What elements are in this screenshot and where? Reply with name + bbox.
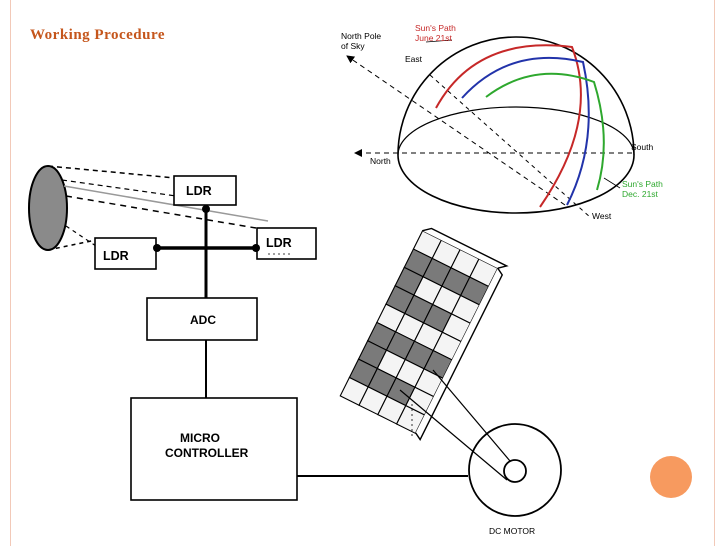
- ldr-right-label: LDR: [266, 236, 292, 250]
- west-label: West: [592, 211, 612, 221]
- controller-box: [130, 397, 298, 501]
- june-pointer: [425, 39, 453, 43]
- ldr-top-box: [173, 175, 237, 206]
- sun-path-diagram: North Pole of Sky Sun's Path June 21st E…: [341, 23, 663, 221]
- ldr-left-box: [94, 237, 157, 270]
- light-source: [28, 165, 68, 251]
- ray-top-1: [47, 165, 176, 179]
- belt-upper: [432, 369, 511, 462]
- ldr-left-label: LDR: [103, 249, 129, 263]
- panel-edge-right: [415, 267, 504, 441]
- june-path-label-line2: June 21st: [415, 33, 452, 43]
- frame-line-left: [10, 0, 11, 546]
- motor-shaft: [503, 459, 527, 483]
- solar-panel: [339, 227, 509, 441]
- joint-left: [153, 244, 161, 252]
- east-west-axis: [429, 74, 591, 218]
- joint-right: [252, 244, 260, 252]
- panel-edge-top: [422, 227, 509, 269]
- dec-path-label-line2: Dec. 21st: [622, 189, 659, 199]
- joint-top: [202, 205, 210, 213]
- motor-label: DC MOTOR: [489, 526, 535, 536]
- north-pole-label-line2: of Sky: [341, 41, 365, 51]
- sun-path-equinox: [461, 56, 590, 206]
- horizon-back: [397, 106, 635, 156]
- june-path-label-line1: Sun's Path: [415, 23, 456, 33]
- north-label: North: [370, 156, 391, 166]
- controller-label-line1: MICRO: [180, 431, 220, 445]
- belt-lower: [399, 389, 508, 481]
- frame-line-right: [714, 0, 715, 546]
- polar-axis: [346, 55, 566, 206]
- east-label: East: [405, 54, 423, 64]
- ray-top-2: [61, 179, 177, 197]
- sun-path-june: [435, 44, 582, 208]
- ray-low: [65, 225, 97, 247]
- dec-path-label-line1: Sun's Path: [622, 179, 663, 189]
- ray-bottom: [47, 239, 97, 251]
- ldr-right-box: [256, 227, 317, 260]
- dec-pointer: [603, 177, 621, 189]
- sun-path-december: [485, 72, 605, 191]
- ray-gray: [63, 185, 269, 222]
- corner-decoration-circle: [650, 456, 692, 498]
- adc-label: ADC: [190, 313, 216, 327]
- slide-title: Working Procedure: [30, 27, 166, 43]
- tracker-diagram: LDR LDR LDR ADC MICRO CONTROLLER: [28, 165, 562, 536]
- adc-box: [146, 297, 258, 341]
- south-label: South: [631, 142, 653, 152]
- north-pole-label-line1: North Pole: [341, 31, 381, 41]
- controller-label-line2: CONTROLLER: [165, 446, 249, 460]
- ldr-top-label: LDR: [186, 184, 212, 198]
